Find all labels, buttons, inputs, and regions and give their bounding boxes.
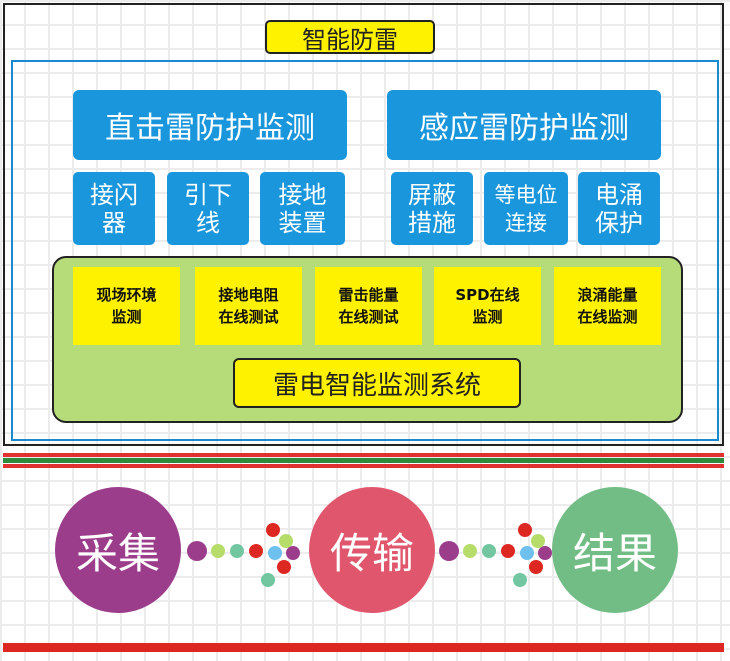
- monitor-item: SPD在线 监测: [434, 267, 541, 345]
- monitor-item: 雷击能量 在线测试: [315, 267, 422, 345]
- connector-dot: [187, 541, 207, 561]
- direct-item: 接地 装置: [260, 172, 345, 245]
- direct-item: 引下 线: [167, 172, 249, 245]
- divider: [3, 453, 724, 457]
- monitor-item: 现场环境 监测: [73, 267, 180, 345]
- blue-frame: [11, 60, 719, 441]
- divider: [3, 458, 724, 463]
- outer-frame: [3, 3, 724, 446]
- monitor-item: 浪涌能量 在线监测: [554, 267, 661, 345]
- monitor-item: 接地电阻 在线测试: [195, 267, 302, 345]
- connector-dot: [230, 544, 244, 558]
- connector-dot: [520, 546, 534, 560]
- connector-dot: [261, 573, 275, 587]
- connector-dot: [529, 560, 543, 574]
- flow-step-transmit: 传输: [309, 487, 435, 613]
- connector-dot: [268, 546, 282, 560]
- connector-dot: [266, 523, 280, 537]
- connector-dot: [501, 544, 515, 558]
- system-label: 雷电智能监测系统: [233, 358, 521, 408]
- connector-dot: [286, 546, 300, 560]
- flow-step-result: 结果: [552, 487, 678, 613]
- connector-dot: [531, 534, 545, 548]
- connector-dot: [439, 541, 459, 561]
- connector-dot: [277, 560, 291, 574]
- induced-item: 屏蔽 措施: [391, 172, 473, 245]
- connector-dot: [482, 544, 496, 558]
- connector-dot: [279, 534, 293, 548]
- induced-lightning-header: 感应雷防护监测: [387, 90, 661, 160]
- direct-lightning-header: 直击雷防护监测: [73, 90, 347, 160]
- direct-item: 接闪 器: [73, 172, 155, 245]
- bottom-bar: [3, 643, 724, 652]
- connector-dot: [513, 573, 527, 587]
- connector-dot: [463, 544, 477, 558]
- connector-dot: [249, 544, 263, 558]
- connector-dot: [538, 546, 552, 560]
- divider: [3, 464, 724, 468]
- flow-step-collect: 采集: [55, 487, 181, 613]
- connector-dot: [518, 523, 532, 537]
- page-title: 智能防雷: [265, 20, 435, 54]
- induced-item: 等电位 连接: [484, 172, 568, 245]
- connector-dot: [211, 544, 225, 558]
- induced-item: 电涌 保护: [578, 172, 660, 245]
